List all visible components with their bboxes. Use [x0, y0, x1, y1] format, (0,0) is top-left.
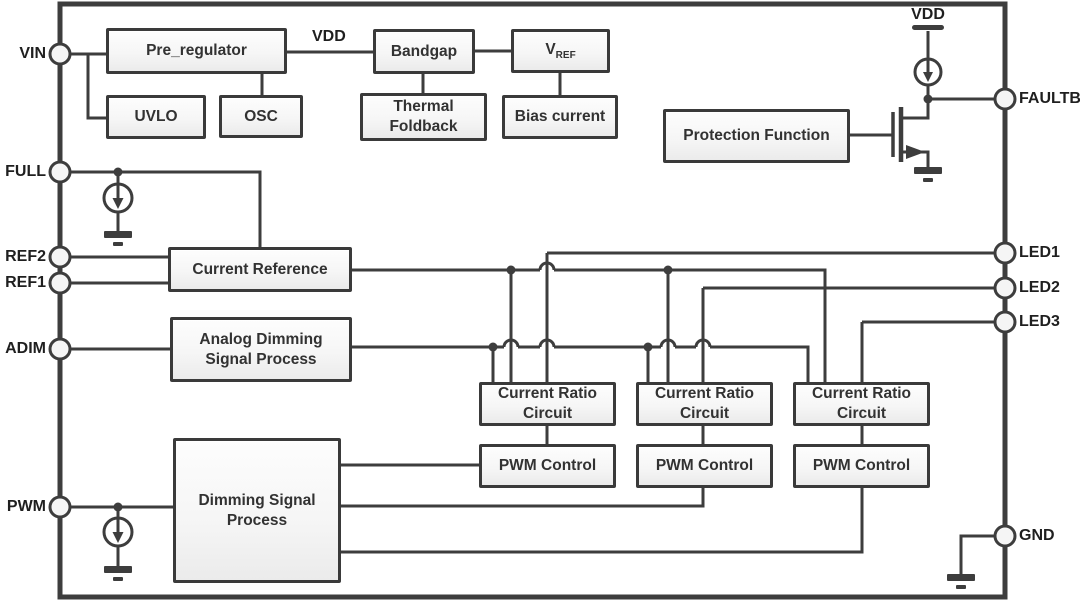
- block-label: Current Ratio Circuit: [497, 385, 598, 422]
- block-label: PWM Control: [812, 457, 911, 475]
- current-source-icon: [913, 57, 943, 87]
- pin-led2: [993, 276, 1017, 300]
- pin-label-led1: LED1: [1019, 244, 1060, 261]
- block-current-reference: Current Reference: [168, 247, 352, 292]
- net-dim-out2: [341, 488, 705, 508]
- pin-terminals: [48, 42, 1017, 548]
- junction-dot: [643, 342, 653, 352]
- nmos-transistor-icon: [850, 99, 930, 167]
- pin-full: [48, 160, 72, 184]
- pin-led3: [993, 310, 1017, 334]
- pin-label-adim: ADIM: [5, 340, 46, 357]
- pin-gnd: [993, 524, 1017, 548]
- junction-dot: [488, 342, 498, 352]
- pin-label-ref1: REF1: [5, 274, 46, 291]
- pin-label-ref2: REF2: [5, 248, 46, 265]
- block-bias-current: Bias current: [502, 95, 618, 139]
- block-pwm-control-2: PWM Control: [636, 444, 773, 488]
- net-gnd: [959, 534, 995, 574]
- block-label: OSC: [244, 107, 278, 125]
- net-vin: [70, 52, 106, 120]
- block-label: Bias current: [514, 108, 606, 126]
- pin-vin: [48, 42, 72, 66]
- pin-label-gnd: GND: [1019, 527, 1055, 544]
- block-dimming-signal: Dimming Signal Process: [173, 438, 341, 583]
- vdd-rail-label: VDD: [312, 28, 346, 45]
- block-pwm-control-3: PWM Control: [793, 444, 930, 488]
- block-label: Current Reference: [192, 260, 328, 278]
- pin-adim: [48, 337, 72, 361]
- net-current-ref-out: [352, 268, 827, 382]
- ground-icon: [104, 566, 132, 581]
- pin-ref2: [48, 245, 72, 269]
- pin-led1: [993, 241, 1017, 265]
- net-full: [70, 170, 262, 247]
- net-ratio-to-pwmctl: [545, 426, 864, 444]
- block-label: Current Ratio Circuit: [811, 385, 912, 422]
- pin-label-faultb: FAULTB: [1019, 90, 1080, 107]
- junction-dot: [113, 167, 123, 177]
- block-pwm-control-1: PWM Control: [479, 444, 616, 488]
- block-label: Current Ratio Circuit: [654, 385, 755, 422]
- block-current-ratio-1: Current Ratio Circuit: [479, 382, 616, 426]
- block-label: Analog Dimming Signal Process: [199, 330, 323, 368]
- ground-icon: [104, 231, 132, 246]
- wire-hop: [502, 338, 712, 348]
- block-bandgap: Bandgap: [373, 29, 475, 74]
- block-vref: VREF: [511, 29, 610, 73]
- net-led3: [860, 320, 995, 382]
- pin-label-pwm: PWM: [6, 498, 46, 515]
- junction-dot: [663, 265, 673, 275]
- pin-pwm: [48, 495, 72, 519]
- block-label: Dimming Signal Process: [198, 491, 316, 529]
- net-led1: [545, 251, 995, 382]
- ground-icon: [947, 574, 975, 589]
- pin-label-led2: LED2: [1019, 279, 1060, 296]
- vdd-supply-bar: [912, 25, 944, 30]
- block-osc: OSC: [219, 95, 303, 138]
- block-label: VREF: [545, 40, 576, 61]
- block-pre-regulator: Pre_regulator: [106, 28, 287, 74]
- vdd-supply-label: VDD: [911, 6, 945, 23]
- block-analog-dimming: Analog Dimming Signal Process: [170, 317, 352, 382]
- current-source-icon: [102, 516, 134, 548]
- ground-icon: [914, 167, 942, 182]
- block-label: Pre_regulator: [146, 42, 247, 60]
- net-dim-out3: [341, 488, 864, 554]
- block-current-ratio-2: Current Ratio Circuit: [636, 382, 773, 426]
- current-source-icon: [102, 182, 134, 214]
- junction-dot: [113, 502, 123, 512]
- block-label: PWM Control: [498, 457, 597, 475]
- ic-boundary: [57, 1, 1008, 600]
- block-label: UVLO: [134, 108, 178, 126]
- pin-label-led3: LED3: [1019, 313, 1060, 330]
- pin-label-vin: VIN: [19, 45, 46, 62]
- block-thermal-foldback: Thermal Foldback: [360, 93, 487, 141]
- pin-ref1: [48, 271, 72, 295]
- block-protection-function: Protection Function: [663, 109, 850, 163]
- nets: [70, 31, 995, 574]
- junction-dot: [506, 265, 516, 275]
- pin-faultb: [993, 87, 1017, 111]
- block-label: Thermal Foldback: [389, 98, 458, 135]
- net-adim-out: [352, 345, 810, 382]
- block-current-ratio-3: Current Ratio Circuit: [793, 382, 930, 426]
- block-label: PWM Control: [655, 457, 754, 475]
- block-label: Bandgap: [390, 42, 458, 60]
- block-label: Protection Function: [683, 127, 830, 145]
- pin-label-full: FULL: [5, 163, 46, 180]
- block-uvlo: UVLO: [106, 95, 206, 139]
- net-led2: [701, 286, 995, 382]
